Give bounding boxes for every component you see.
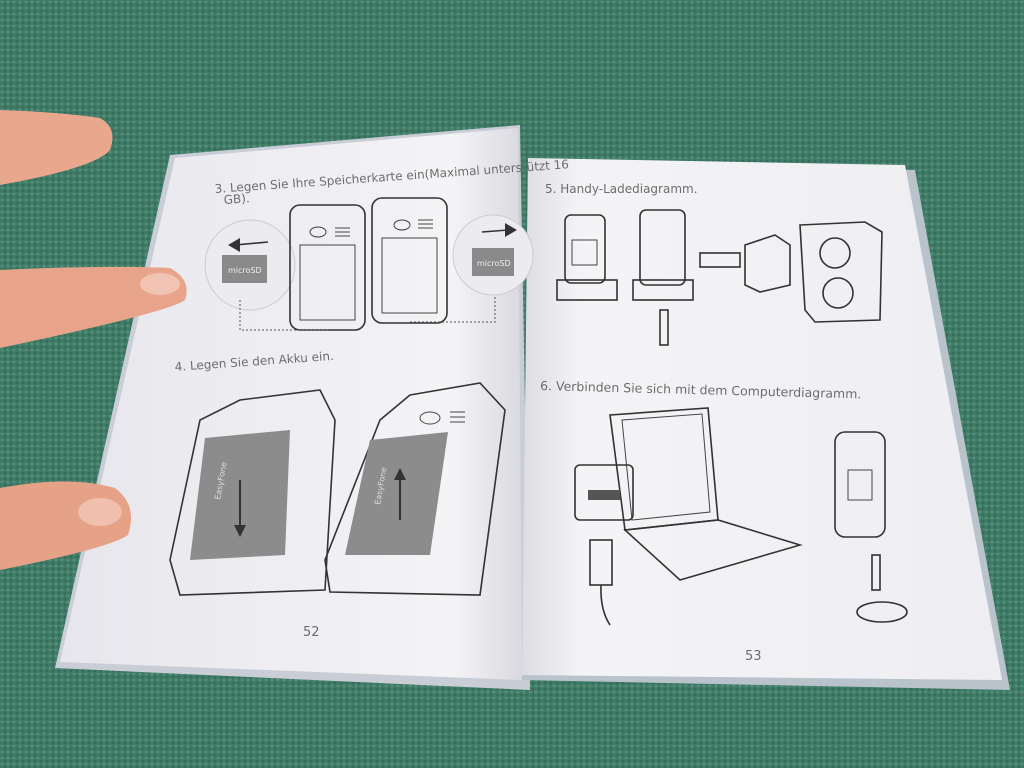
left-page-number: 52: [303, 625, 320, 640]
right-page: [522, 158, 1002, 680]
usb-cable-icon: [659, 309, 669, 346]
step5-heading: 5. Handy-Ladediagramm.: [545, 182, 698, 196]
usb-port-icon: [574, 464, 634, 521]
battery-insert-illustration-2: EasyFone: [324, 382, 506, 596]
wall-socket-icon: [799, 221, 883, 323]
open-booklet: [55, 125, 1010, 690]
hand-fingers: [0, 110, 187, 570]
arrow-left-icon: [228, 238, 240, 252]
usb-cable-icon: [871, 554, 881, 591]
phone-front-icon: [834, 431, 886, 538]
step3-heading-cont: GB).: [223, 191, 250, 207]
arrow-down-icon: [234, 525, 246, 537]
phone-charging-diagram: [556, 209, 883, 346]
arrow-up-icon: [394, 468, 406, 480]
usb-plug-icon: [699, 252, 741, 268]
phone-back-illustration-2: [371, 197, 448, 324]
arrow-right-icon: [505, 223, 517, 237]
charger-adapter-icon: [744, 234, 791, 293]
microsd-label: microSD: [477, 259, 511, 268]
sd-card-illustration-left: microSD: [204, 219, 296, 311]
right-page-number: 53: [745, 649, 762, 664]
battery-insert-illustration-1: EasyFone: [169, 389, 336, 596]
sd-card-illustration-right: microSD: [452, 214, 534, 296]
microsd-label: microSD: [228, 266, 262, 275]
laptop-keyboard-icon: [623, 519, 803, 581]
computer-connection-diagram: [574, 407, 908, 626]
